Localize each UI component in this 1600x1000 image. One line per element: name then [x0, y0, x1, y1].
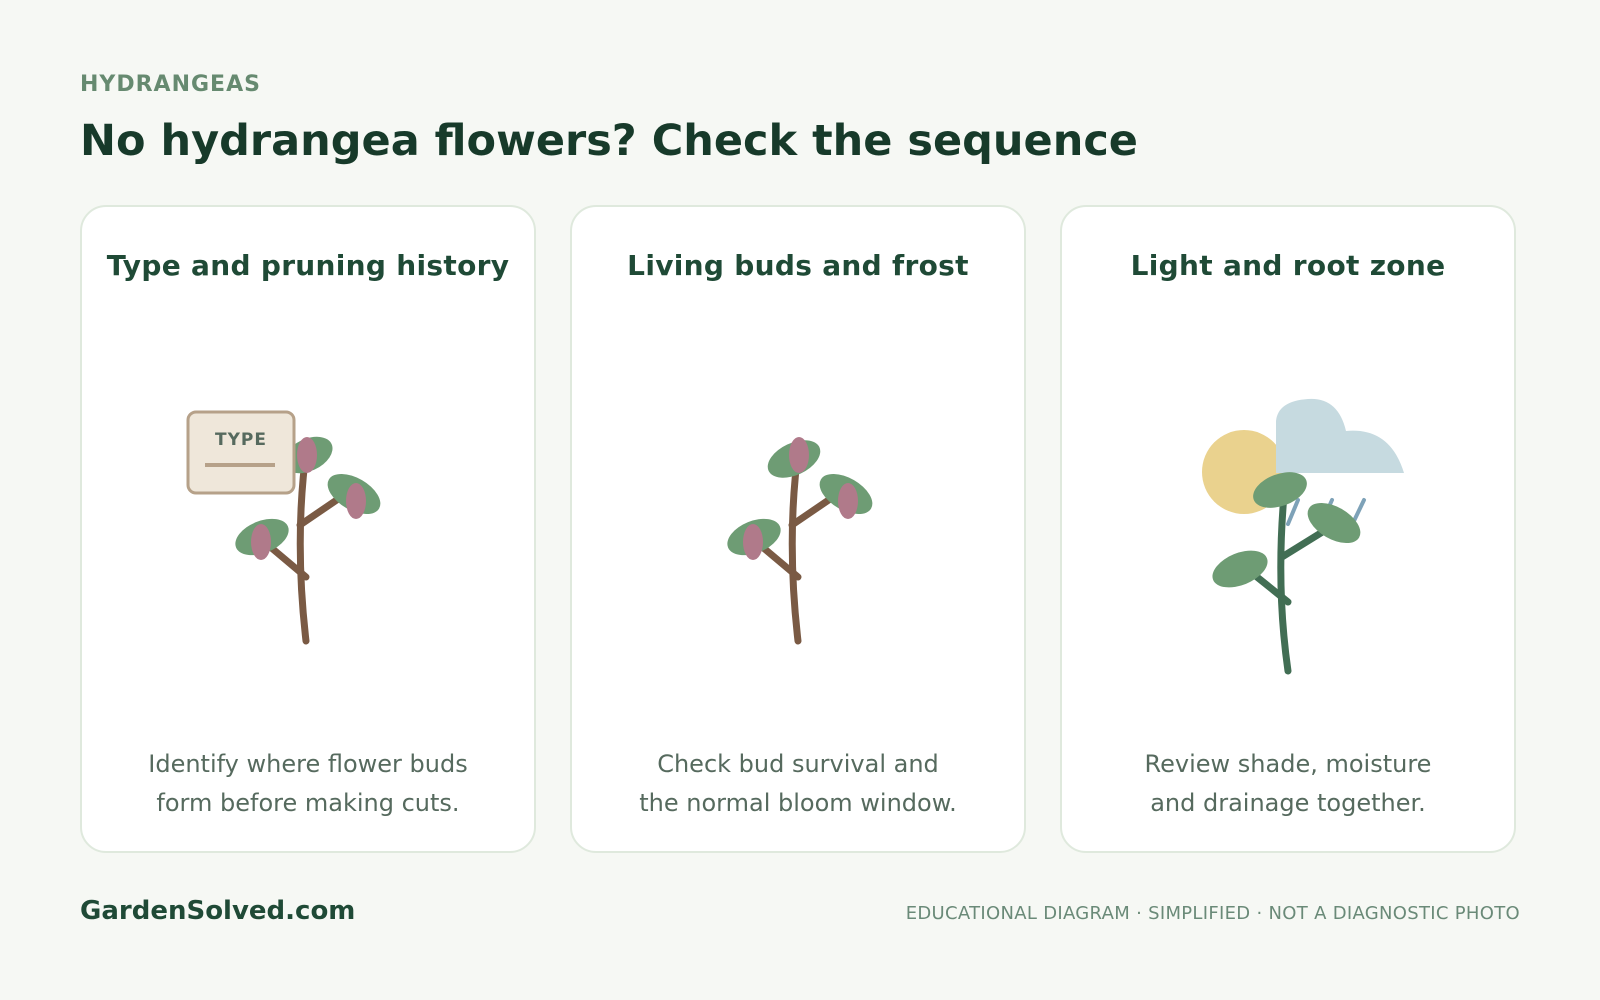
card-description-line: form before making cuts. [156, 789, 460, 817]
cloud-icon [1276, 398, 1404, 473]
card-description: Review shade, moisture and drainage toge… [1092, 745, 1484, 823]
card-description: Check bud survival and the normal bloom … [602, 745, 994, 823]
card-light-root: Light and root zone Review shade, moistu… [1060, 205, 1516, 853]
disclaimer-text: EDUCATIONAL DIAGRAM · SIMPLIFIED · NOT A… [905, 903, 1520, 924]
card-type-pruning: TYPE Type and pruning history Identify w… [80, 205, 536, 853]
page-title: No hydrangea flowers? Check the sequence [80, 116, 1138, 166]
card-title: Living buds and frost [627, 249, 969, 282]
card-description-line: and drainage together. [1150, 789, 1426, 817]
card-description: Identify where flower buds form before m… [112, 745, 504, 823]
plant-with-buds-icon [727, 437, 873, 645]
card-title: Type and pruning history [106, 249, 510, 282]
brand-label: GardenSolved.com [80, 896, 356, 926]
plant-with-type-tag-icon: TYPE [186, 410, 381, 645]
card-description-line: the normal bloom window. [639, 789, 957, 817]
card-buds-frost: Living buds and frost Check bud survival… [570, 205, 1026, 853]
card-description-line: Identify where flower buds [148, 750, 468, 778]
type-tag: TYPE [186, 410, 296, 495]
plant-sun-cloud-rain-icon [1202, 398, 1404, 675]
card-description-line: Check bud survival and [657, 750, 939, 778]
type-tag-label: TYPE [215, 430, 267, 450]
card-description-line: Review shade, moisture [1144, 750, 1432, 778]
card-title: Light and root zone [1130, 249, 1446, 282]
eyebrow-label: HYDRANGEAS [80, 72, 261, 97]
